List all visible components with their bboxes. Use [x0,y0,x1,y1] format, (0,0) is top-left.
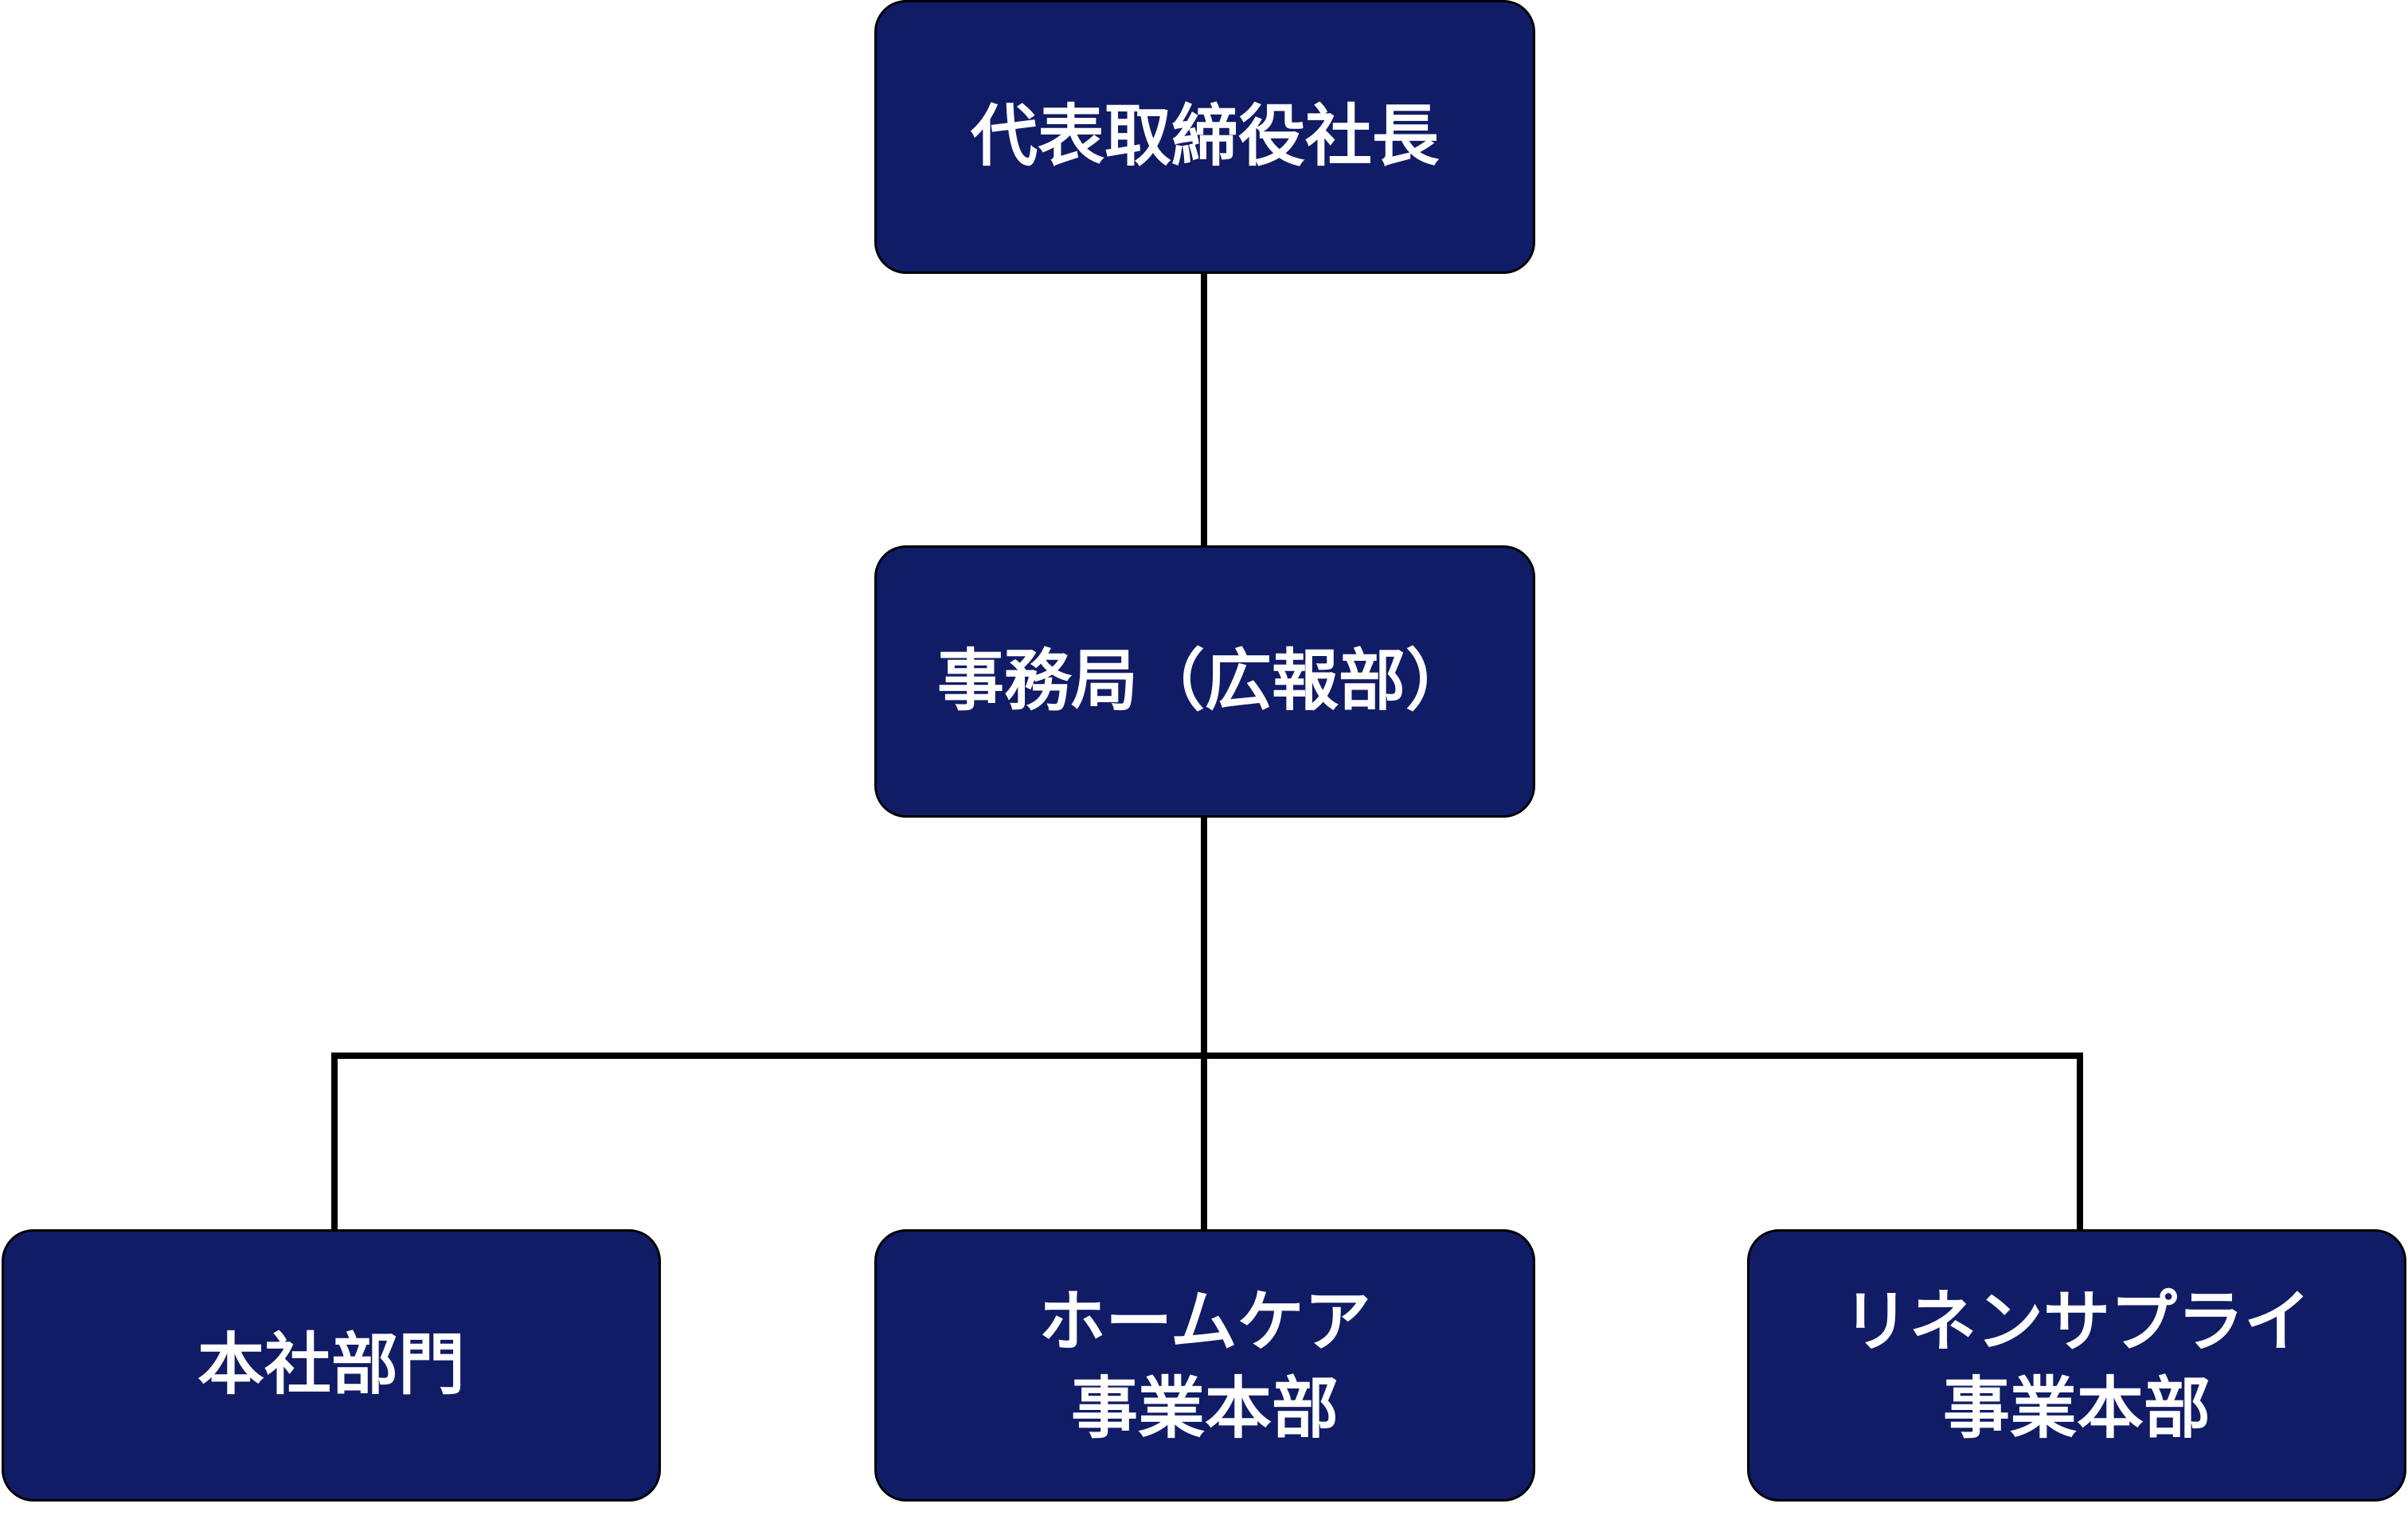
node-president-label: 代表取締役社長 [970,97,1439,176]
node-homecare-label-line2: 事業本部 [1070,1369,1339,1447]
node-headquarters-label: 本社部門 [197,1326,465,1404]
node-secretariat: 事務局（広報部） [874,545,1535,818]
node-president: 代表取締役社長 [874,0,1535,274]
node-headquarters: 本社部門 [2,1229,661,1502]
node-linen-supply-label-line1: リネンサプライ [1842,1282,2311,1361]
node-homecare: ホームケア 事業本部 [874,1229,1535,1502]
node-secretariat-label: 事務局（広報部） [936,642,1472,721]
node-homecare-label-line1: ホームケア [1038,1282,1371,1361]
node-linen-supply-label-line2: 事業本部 [1942,1369,2211,1447]
node-linen-supply: リネンサプライ 事業本部 [1747,1229,2406,1502]
